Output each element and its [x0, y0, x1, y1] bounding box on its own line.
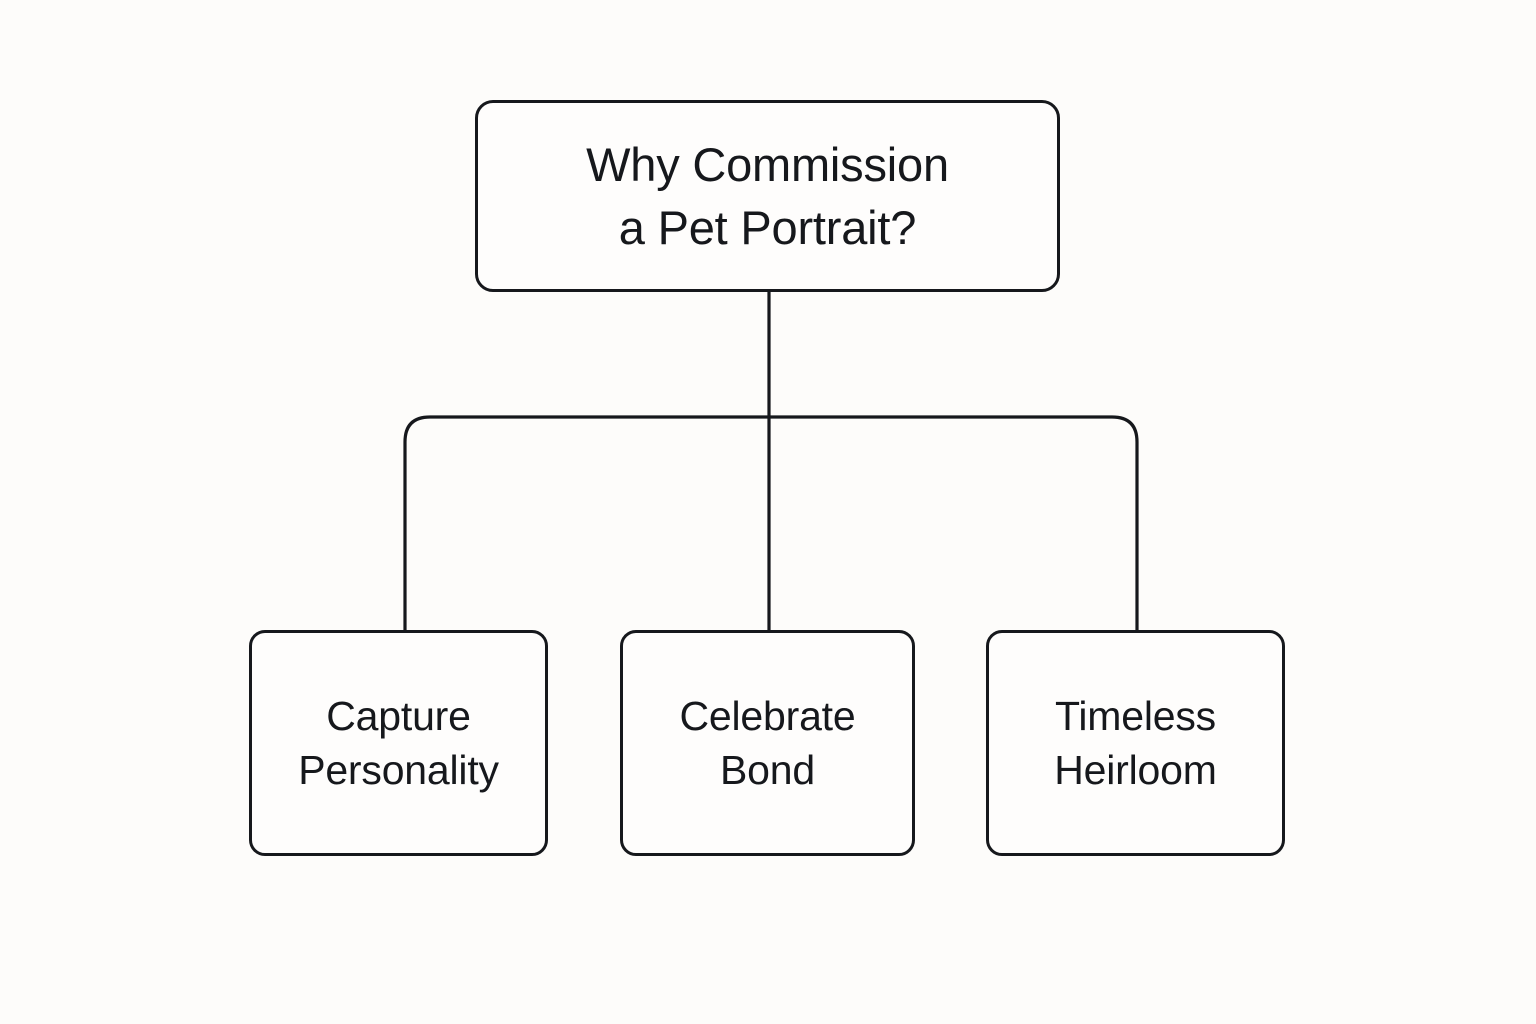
node-celebrate-bond[interactable]: Celebrate Bond — [620, 630, 915, 856]
node-capture-personality-label: Capture Personality — [298, 692, 499, 793]
node-capture-personality[interactable]: Capture Personality — [249, 630, 548, 856]
node-root[interactable]: Why Commission a Pet Portrait? — [475, 100, 1060, 292]
edge-bus-right — [769, 415, 1139, 630]
node-celebrate-bond-label: Celebrate Bond — [679, 692, 856, 793]
node-timeless-heirloom[interactable]: Timeless Heirloom — [986, 630, 1285, 856]
edge-bus-left — [403, 415, 769, 630]
node-root-label: Why Commission a Pet Portrait? — [586, 137, 949, 254]
node-timeless-heirloom-label: Timeless Heirloom — [1054, 692, 1217, 793]
